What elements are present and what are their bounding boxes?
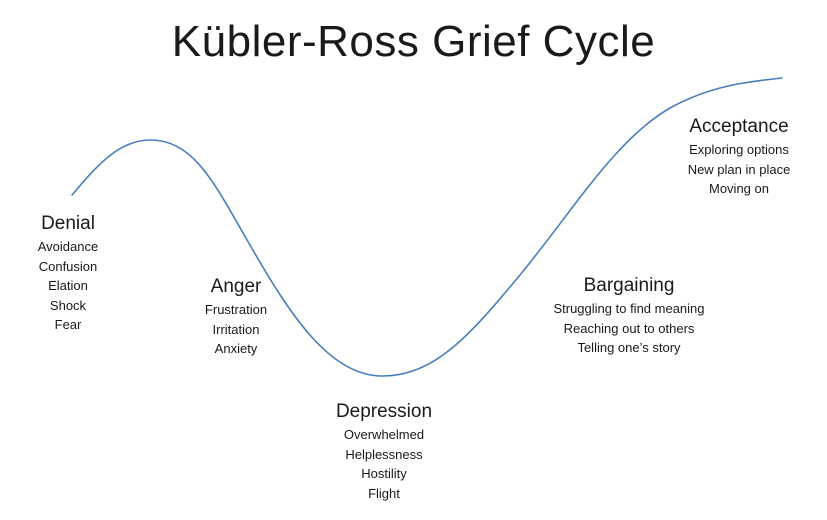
stage-item: Avoidance — [37, 239, 99, 254]
stage-item: Struggling to find meaning — [553, 301, 705, 316]
stage-item: Flight — [368, 485, 400, 501]
stage-item: Shock — [49, 297, 87, 313]
stage-item: Telling one’s story — [577, 340, 681, 355]
stage-title: Denial — [41, 213, 95, 234]
stage-anger: Anger Frustration Irritation Anxiety — [176, 275, 296, 359]
stage-item: Irritation — [212, 321, 260, 337]
stage-item-list: Overwhelmed Helplessness Hostility Fligh… — [314, 425, 454, 503]
stage-depression: Depression Overwhelmed Helplessness Host… — [314, 400, 454, 503]
stage-item-list: Frustration Irritation Anxiety — [176, 300, 296, 359]
stage-item-list: Struggling to find meaning Reaching out … — [519, 299, 739, 358]
stage-item-list: Avoidance Confusion Elation Shock Fear — [18, 237, 118, 335]
stage-item-list: Exploring options New plan in place Movi… — [664, 140, 814, 199]
stage-item: Overwhelmed — [343, 427, 425, 442]
diagram-title: Kübler-Ross Grief Cycle — [171, 17, 656, 66]
stage-title: Anger — [210, 276, 262, 297]
grief-curve-line — [71, 77, 783, 377]
stage-denial: Denial Avoidance Confusion Elation Shock… — [18, 212, 118, 335]
stage-acceptance: Acceptance Exploring options New plan in… — [664, 115, 814, 199]
stage-bargaining: Bargaining Struggling to find meaning Re… — [519, 274, 739, 358]
stage-item: Anxiety — [214, 341, 258, 356]
stage-title: Acceptance — [689, 116, 789, 137]
stage-item: Elation — [48, 278, 88, 293]
stage-title: Depression — [335, 401, 433, 422]
stage-item: Exploring options — [689, 142, 789, 157]
stage-item: Frustration — [204, 302, 268, 317]
stage-item: Moving on — [709, 181, 769, 196]
stage-title: Bargaining — [583, 275, 675, 296]
stage-item: Confusion — [38, 258, 98, 274]
stage-item: Helplessness — [345, 446, 423, 462]
stage-item: Fear — [54, 317, 82, 332]
stage-item: New plan in place — [687, 161, 791, 177]
stage-item: Hostility — [361, 466, 407, 481]
stage-item: Reaching out to others — [563, 320, 695, 336]
